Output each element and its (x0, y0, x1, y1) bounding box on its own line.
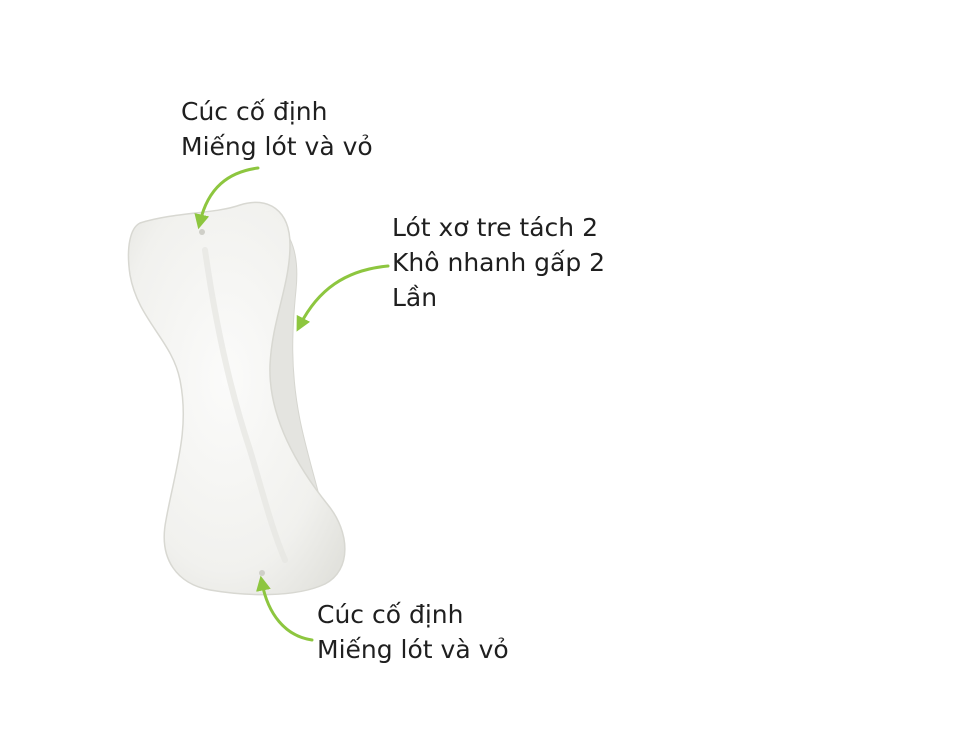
label-snap-top-line1: Cúc cố định (181, 97, 328, 126)
label-snap-bottom-line1: Cúc cố định (317, 600, 464, 629)
arrow-top (194, 166, 260, 230)
snap-button-bottom (259, 570, 265, 576)
label-snap-top: Cúc cố định Miếng lót và vỏ (181, 94, 373, 164)
label-snap-top-line2: Miếng lót và vỏ (181, 132, 373, 161)
label-bamboo-layer-line2: Khô nhanh gấp 2 (392, 248, 606, 277)
label-bamboo-layer-line3: Lần (392, 283, 438, 312)
label-bamboo-layer: Lót xơ tre tách 2 Khô nhanh gấp 2 Lần (392, 210, 605, 315)
label-snap-bottom: Cúc cố định Miếng lót và vỏ (317, 597, 509, 667)
pad-fold-line (202, 247, 288, 563)
arrow-bottom (256, 575, 314, 642)
label-bamboo-layer-line1: Lót xơ tre tách 2 (392, 213, 598, 242)
snap-button-top (199, 229, 205, 235)
label-snap-bottom-line2: Miếng lót và vỏ (317, 635, 509, 664)
arrow-right (296, 264, 390, 332)
